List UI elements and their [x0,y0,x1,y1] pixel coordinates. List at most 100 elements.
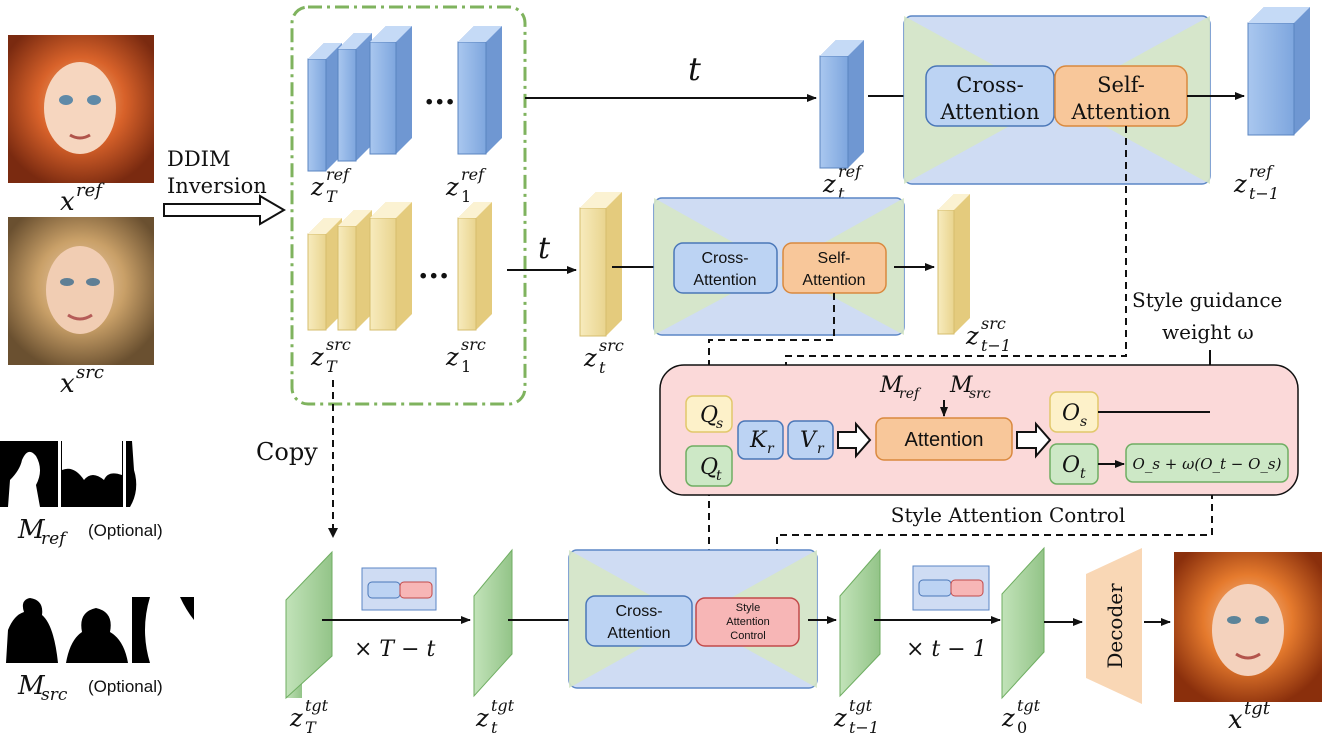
qt-sub: t [716,468,722,484]
zt1-tgt-sub: t−1 [849,718,879,737]
kr-box [737,420,784,460]
qs-sub: s [716,416,723,432]
tgt-cross-attention [585,595,693,647]
zT-src-sup: src [326,335,351,354]
times-T-minus-t: × T − t [354,637,436,662]
mini-unet-2 [912,565,990,611]
zt-ref-label: z [822,170,836,198]
tgt-cross-l1: Cross- [615,603,662,620]
t-label-upper: t [688,50,701,88]
mini-unet-1 [361,567,437,611]
zt-tgt-sup: tgt [491,696,515,715]
qs-letter: Q [700,403,718,428]
src-image-sup: src [76,362,104,383]
src-cross-l1: Cross- [701,250,748,267]
vr-box [787,420,834,460]
src-unet-block [653,197,905,336]
decoder-block [1086,548,1142,704]
zt-src-sub: t [599,358,606,377]
tgt-cross-l2: Attention [607,625,670,642]
qs-box [685,395,733,433]
zt1-ref-label: z [1233,170,1247,198]
formula-label: O_s + ω(O_t − O_s) [1133,455,1282,473]
z1-src-sup: src [461,335,486,354]
ref-ellipsis: ... [424,77,455,112]
z0-tgt-plane [1001,546,1045,700]
os-letter: O [1062,401,1080,426]
copy-label: Copy [256,438,318,466]
src-image-label: x [60,369,75,399]
zt1-tgt-plane [839,548,881,698]
decoder-label: Decoder [1103,583,1127,669]
times-t-minus-1: × t − 1 [906,637,987,662]
z0-tgt-label: z [1001,704,1015,732]
zt-src-label: z [583,344,597,372]
vr-letter: V [800,428,818,453]
ref-cross-l2: Attention [940,100,1040,124]
zT-tgt-plane [285,550,333,700]
mask-src-label: M [17,671,46,701]
zt-src-plane [579,192,622,337]
vr-sub: r [817,441,825,457]
zt1-src-label: z [965,322,979,350]
z1-ref-sub: 1 [461,187,471,206]
attn-to-out-arrow [1016,421,1052,459]
zt1-ref-sup: ref [1249,162,1275,181]
tgt-style-attention-control [695,597,800,647]
z1-ref-sup: ref [461,165,487,184]
tgt-image [1174,552,1322,702]
src-image [8,217,154,365]
zT-tgt-sup: tgt [305,696,329,715]
z0-tgt-sub: 0 [1017,718,1027,737]
src-cross-l2: Attention [693,272,756,289]
tgt-unet-block [568,549,818,689]
ref-cross-l1: Cross- [956,73,1023,97]
z1-src-sub: 1 [461,357,471,376]
src-latent-stack [307,202,492,331]
mask-src-sub: src [41,685,68,705]
zt-ref-plane [819,40,864,169]
zt1-tgt-sup: tgt [849,696,873,715]
zt1-tgt-label: z [833,704,847,732]
zT-tgt-label: z [289,704,303,732]
src-cross-attention [673,242,778,294]
attention-box [875,417,1013,461]
zT-ref-sup: ref [326,165,352,184]
masks-ref-sub: ref [899,386,922,402]
zt-src-sup: src [599,336,624,355]
src-self-l2: Attention [802,272,865,289]
zt1-ref-plane [1247,7,1310,136]
guidance-label-2: weight ω [1162,320,1254,344]
zt1-src-sup: src [981,314,1006,333]
zt-tgt-plane [473,548,513,698]
zT-ref-sub: T [326,187,338,206]
zt1-src-sub: t−1 [981,336,1011,355]
zT-src-sub: T [326,357,338,376]
mask-ref-sub: ref [41,529,68,549]
zt1-ref-sub: t−1 [1249,184,1279,203]
ref-image-sup: ref [76,180,105,201]
ot-letter: O [1062,453,1080,478]
ot-sub: t [1080,466,1086,482]
ref-image [8,35,154,183]
ref-masks [0,441,190,507]
mask-ref-label: M [17,515,46,545]
masks-src-letter: M [949,373,973,398]
t-label-middle: t [538,231,551,266]
zt-tgt-sub: t [491,718,498,737]
zt-ref-sup: ref [838,162,864,181]
z0-tgt-sup: tgt [1017,696,1041,715]
os-sub: s [1080,414,1087,430]
zT-ref-label: z [310,173,324,201]
zT-tgt-sub: T [305,718,317,737]
zT-src-label: z [310,343,324,371]
masks-src-sub: src [969,386,991,402]
qt-box [685,445,733,487]
ref-image-label: x [60,187,75,217]
kv-to-attn-arrow [837,421,872,459]
src-ellipsis: ... [418,251,449,286]
tgt-style-l3: Control [730,630,765,642]
ref-cross-attention [925,65,1055,127]
arrowhead-copy [328,528,338,538]
